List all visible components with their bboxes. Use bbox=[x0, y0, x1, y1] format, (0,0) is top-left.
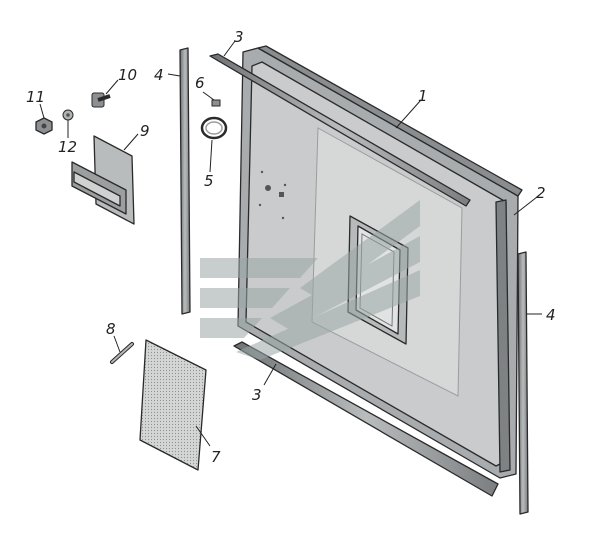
callout-2: 2 bbox=[536, 184, 546, 202]
seal-strip-right bbox=[517, 251, 529, 515]
seal-bar-bottom bbox=[233, 341, 499, 497]
bracket bbox=[71, 135, 135, 225]
callout-10: 10 bbox=[118, 66, 137, 84]
seal-strip-left bbox=[179, 47, 191, 315]
pin bbox=[110, 342, 134, 364]
bolt bbox=[91, 92, 111, 108]
callout-labels: 1 2 3 3 4 4 5 6 7 8 9 10 11 12 bbox=[26, 28, 556, 466]
leader-lines bbox=[39, 40, 542, 447]
callout-8: 8 bbox=[106, 320, 116, 338]
callout-5: 5 bbox=[204, 172, 214, 190]
ring-clip bbox=[200, 116, 228, 140]
callout-4-left: 4 bbox=[154, 66, 164, 84]
washer bbox=[62, 109, 74, 121]
callout-7: 7 bbox=[211, 448, 221, 466]
perforated-plate bbox=[139, 339, 207, 471]
nut bbox=[35, 117, 53, 135]
callout-3-top: 3 bbox=[234, 28, 244, 46]
seal-bar-top bbox=[209, 53, 471, 207]
screw bbox=[211, 99, 221, 107]
callout-9: 9 bbox=[140, 122, 150, 140]
callout-6: 6 bbox=[195, 74, 205, 92]
watermark-logo bbox=[200, 200, 420, 360]
callout-1: 1 bbox=[418, 87, 428, 105]
callout-11: 11 bbox=[26, 88, 45, 106]
callout-3-bottom: 3 bbox=[252, 386, 262, 404]
callout-12: 12 bbox=[58, 138, 77, 156]
frame-seal-right bbox=[495, 199, 511, 473]
callout-4-right: 4 bbox=[546, 306, 556, 324]
